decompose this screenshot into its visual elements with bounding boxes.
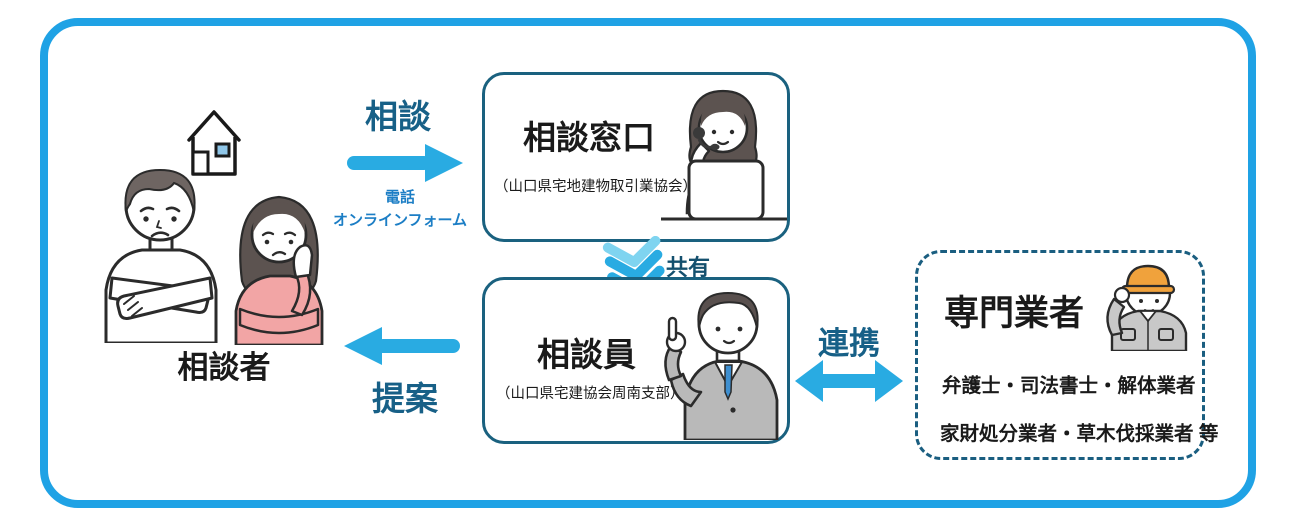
worried-woman-illustration (222, 183, 337, 345)
arrow-right-icon (345, 142, 465, 184)
arrow-double-horizontal-icon (793, 358, 905, 404)
consultant-subtitle: （山口県宅建協会周南支部） (496, 386, 685, 402)
arrow-left-icon (342, 325, 462, 367)
share-arrow-label: 共有 (666, 255, 711, 280)
worker-illustration (1096, 257, 1196, 351)
consulters-label: 相談者 (177, 350, 271, 385)
consult-arrow-label: 相談 (365, 98, 431, 135)
cooperation-arrow-label: 連携 (818, 326, 880, 361)
method-phone-label: 電話 (384, 189, 415, 206)
specialists-title: 専門業者 (944, 294, 1085, 333)
reception-subtitle: （山口県宅地建物取引業協会） (494, 179, 697, 195)
proposal-arrow-label: 提案 (372, 380, 438, 417)
reception-title: 相談窓口 (523, 119, 655, 156)
operator-woman-illustration (661, 81, 787, 237)
specialists-line1: 弁護士・司法書士・解体業者 (942, 375, 1196, 397)
outer-frame-border (40, 18, 1256, 508)
method-online-label: オンラインフォーム (332, 212, 468, 229)
consult-methods: 電話 オンラインフォーム (326, 186, 474, 232)
consultant-title: 相談員 (537, 336, 636, 373)
consultant-man-illustration (647, 288, 789, 440)
reception-box: 相談窓口 （山口県宅地建物取引業協会） (482, 72, 790, 242)
worried-man-illustration (88, 158, 238, 343)
specialists-line2: 家財処分業者・草木伐採業者 等 (940, 423, 1219, 445)
house-icon (183, 106, 245, 178)
consultant-box: 相談員 （山口県宅建協会周南支部） (482, 277, 790, 444)
specialists-box: 専門業者 弁護士・司法書士・解体業者 家財処分業者・草木伐採業者 等 (915, 250, 1218, 460)
